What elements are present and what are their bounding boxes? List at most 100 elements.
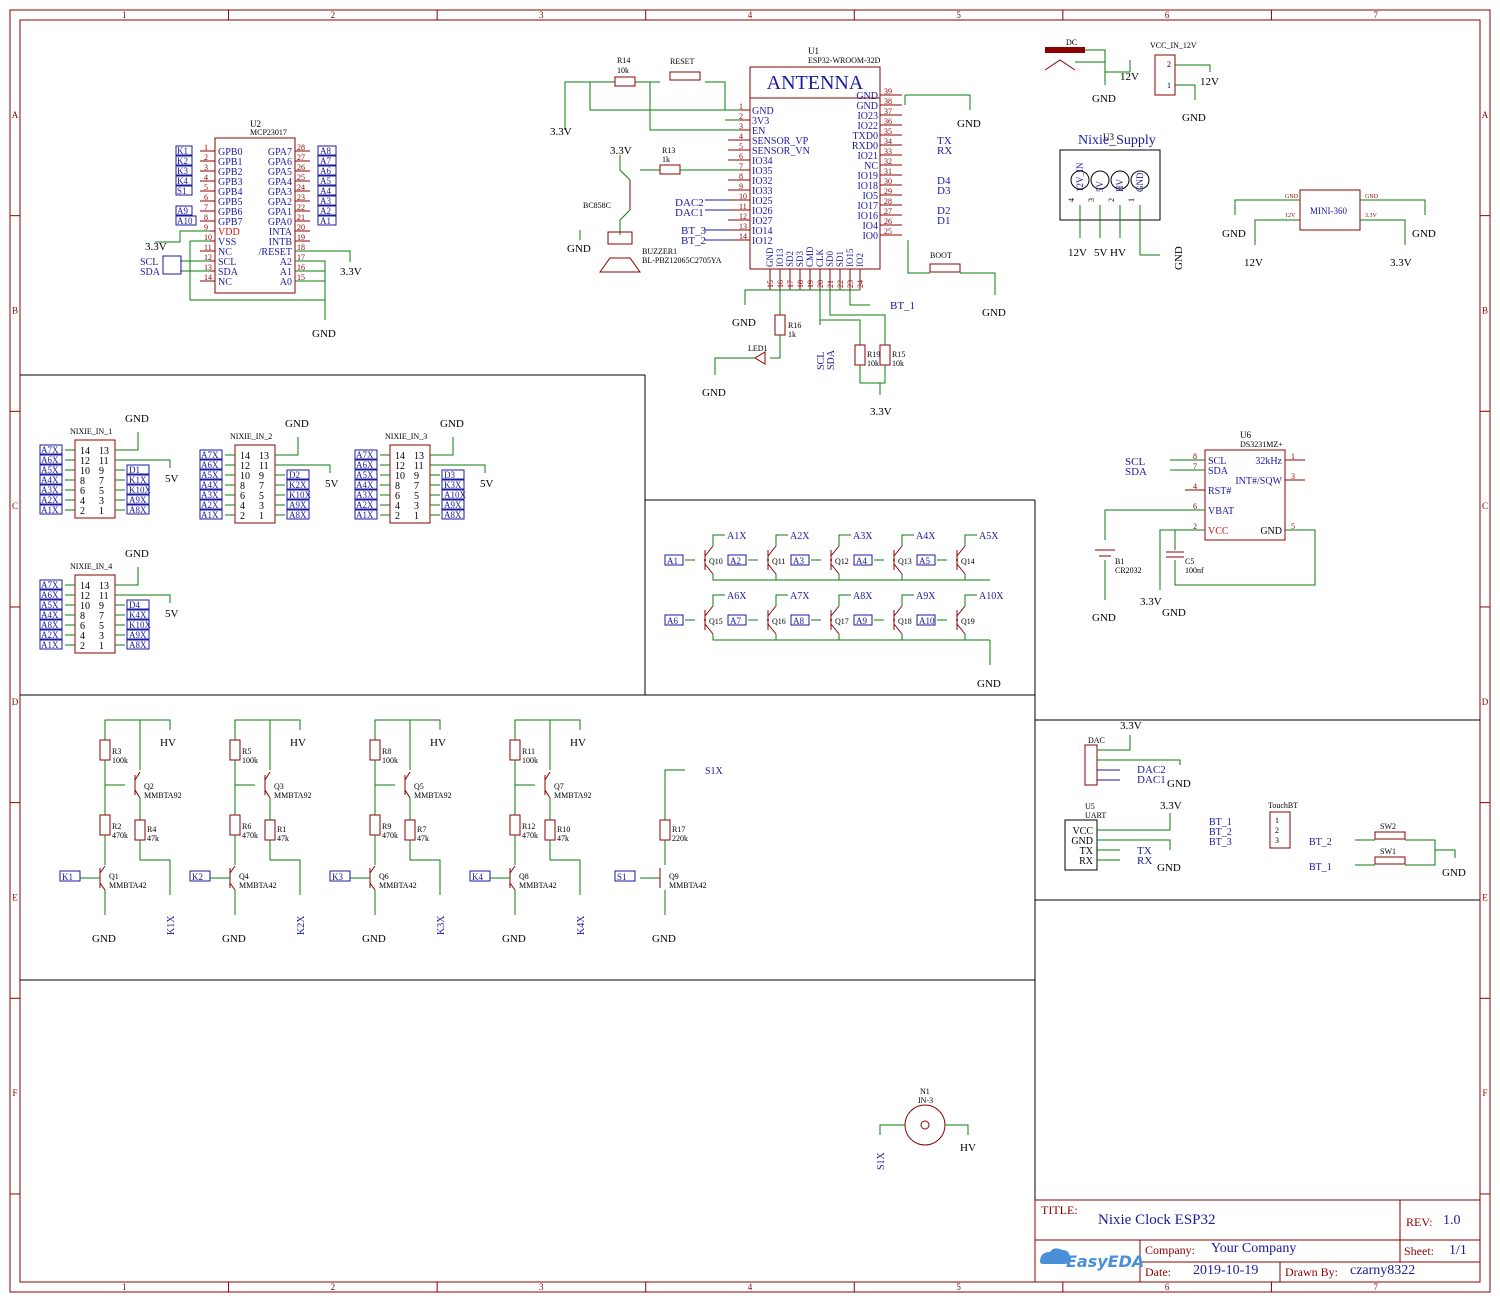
hv-stage-gnd: GND	[222, 933, 246, 945]
u5-pin: GND	[1071, 836, 1093, 847]
u2-pin-left: GPB5	[218, 197, 242, 208]
u2-pinnum-left: 4	[204, 173, 208, 182]
nixie-supply-title: Nixie_Supply	[1078, 133, 1156, 148]
mcp-33v-right: 3.3V	[340, 266, 362, 278]
u1-pin-bottom: SD1	[835, 251, 845, 267]
hv-qp-part: MMBTA92	[554, 791, 592, 800]
nixie-in-pin-r: 5	[99, 486, 104, 497]
b1-gnd-label: GND	[1092, 612, 1116, 624]
touchbt-pin2: 2	[1275, 826, 1279, 835]
hv-out-net: K1X	[166, 915, 177, 935]
nixie-in-net-right: A8X	[289, 510, 307, 520]
hv-qp-ref: Q5	[414, 782, 424, 791]
hv-qp-ref: Q7	[554, 782, 564, 791]
hv-qn-part: MMBTA42	[519, 881, 557, 890]
mcp-net-a: A6	[320, 166, 331, 176]
c5-ref: C5	[1185, 557, 1194, 566]
u2-pinnum-right: 23	[297, 193, 305, 202]
net-d2-u1: D2	[937, 205, 950, 217]
u1-pin-left: EN	[752, 126, 765, 137]
u6-pinnum-left: 4	[1193, 482, 1197, 491]
reset-33v-label: 3.3V	[550, 126, 572, 138]
u2-pinnum-left: 11	[204, 243, 212, 252]
hv-rout-val: 47k	[147, 834, 159, 843]
anode-in-net: A1	[667, 556, 678, 566]
anode-in-net: A8	[793, 616, 804, 626]
hv-rout-ref: R7	[417, 825, 426, 834]
title-block	[1034, 1199, 1481, 1283]
buzzer-gnd-label: GND	[567, 243, 591, 255]
nixie-in-pin-r: 3	[259, 501, 264, 512]
hv-qp-part: MMBTA92	[144, 791, 182, 800]
nixie-in-pin-l: 6	[395, 491, 400, 502]
nixie-in-net-left: A1X	[201, 510, 219, 520]
rev-label: REV:	[1406, 1215, 1433, 1229]
nixie-in-pin-l: 14	[80, 581, 90, 592]
nixie-in-pin-r: 13	[414, 451, 424, 462]
nixie-in-pin-r: 7	[99, 611, 104, 622]
u2-pinnum-right: 15	[297, 273, 305, 282]
anode-in-net: A4	[856, 556, 867, 566]
u1-pin-left: SENSOR_VN	[752, 146, 810, 157]
u2-pin-right: GPA1	[268, 207, 292, 218]
col-mark-bottom: 1	[122, 1282, 127, 1292]
sheet-value: 1/1	[1449, 1243, 1467, 1258]
hv-rout-ref: R4	[147, 825, 156, 834]
u2-pin-left: GPB7	[218, 217, 242, 228]
u2-pinnum-right: 22	[297, 203, 305, 212]
mcp-net-k: K2	[177, 156, 188, 166]
nixie-in-pin-l: 4	[80, 496, 85, 507]
u2-pinnum-right: 18	[297, 243, 305, 252]
hv-in-net: K4	[472, 872, 483, 882]
u1-pinnum-right: 26	[884, 217, 892, 226]
anode-q-ref: Q17	[835, 617, 849, 626]
hv-rtop-val: 100k	[112, 756, 128, 765]
u1-pin-left: IO32	[752, 176, 773, 187]
pullup-33v-label: 3.3V	[870, 406, 892, 418]
nixie-in-pin-r: 1	[99, 641, 104, 652]
u2-pinnum-right: 19	[297, 233, 305, 242]
anode-out-net: A9X	[916, 591, 936, 602]
nixie-in-net-right: D1	[129, 465, 140, 475]
nixie-in-pin-r: 11	[414, 461, 424, 472]
hv-rout-val: 47k	[557, 834, 569, 843]
touch-bt-connector: TouchBT 1 2 3 BT_1 BT_2 BT_3 SW2 SW1 BT_…	[1209, 801, 1466, 879]
u1-pinnum-bottom: 16	[776, 280, 785, 288]
anode-q-ref: Q12	[835, 557, 849, 566]
sw-gnd-label: GND	[1442, 867, 1466, 879]
u1-pin-bottom: CLK	[815, 248, 825, 267]
tbt-net-bt2: BT_2	[1209, 827, 1232, 838]
nixie-in-pin-l: 6	[80, 486, 85, 497]
nixie-in-net-left: A4X	[201, 480, 219, 490]
mini-gnd-r: GND	[1412, 228, 1436, 240]
net-bt1-u1: BT_1	[890, 300, 915, 312]
power-input: DC 12V GND VCC_IN_12V 2 1 12V GND	[1044, 38, 1219, 124]
nixie-in-pin-r: 1	[414, 511, 419, 522]
u6-pin-right: INT#/SQW	[1235, 476, 1282, 487]
nixie-in-net-left: A7X	[201, 450, 219, 460]
hv-rmid-ref: R9	[382, 822, 391, 831]
nixie-in-net-left: A6X	[356, 460, 374, 470]
hv-rout-val: 47k	[417, 834, 429, 843]
nixie-in-net-left: A6X	[41, 590, 59, 600]
bc858c-label: BC858C	[583, 201, 611, 210]
hv-in-net: K2	[192, 872, 203, 882]
u5-part: UART	[1085, 811, 1106, 820]
hv-stage-hv: HV	[290, 737, 306, 749]
hv-qn-ref: Q6	[379, 872, 389, 881]
u2-pin-left: NC	[218, 277, 232, 288]
uart-gnd-label: GND	[1157, 862, 1181, 874]
nixie-in-pin-l: 8	[395, 481, 400, 492]
sw2-label: SW2	[1380, 822, 1396, 831]
u6-pin-left: VCC	[1208, 526, 1229, 537]
vcc-in-pin2: 2	[1167, 60, 1171, 69]
drawn-label: Drawn By:	[1285, 1265, 1338, 1279]
hv-qn-part: MMBTA42	[379, 881, 417, 890]
uart-net-rx: RX	[1137, 855, 1152, 867]
mcp-net-a: A3	[320, 196, 331, 206]
u2-pin-left: NC	[218, 247, 232, 258]
u2-pin-right: GPA2	[268, 197, 292, 208]
nixie-in-net-left: A4X	[41, 475, 59, 485]
title-value: Nixie Clock ESP32	[1098, 1212, 1216, 1228]
